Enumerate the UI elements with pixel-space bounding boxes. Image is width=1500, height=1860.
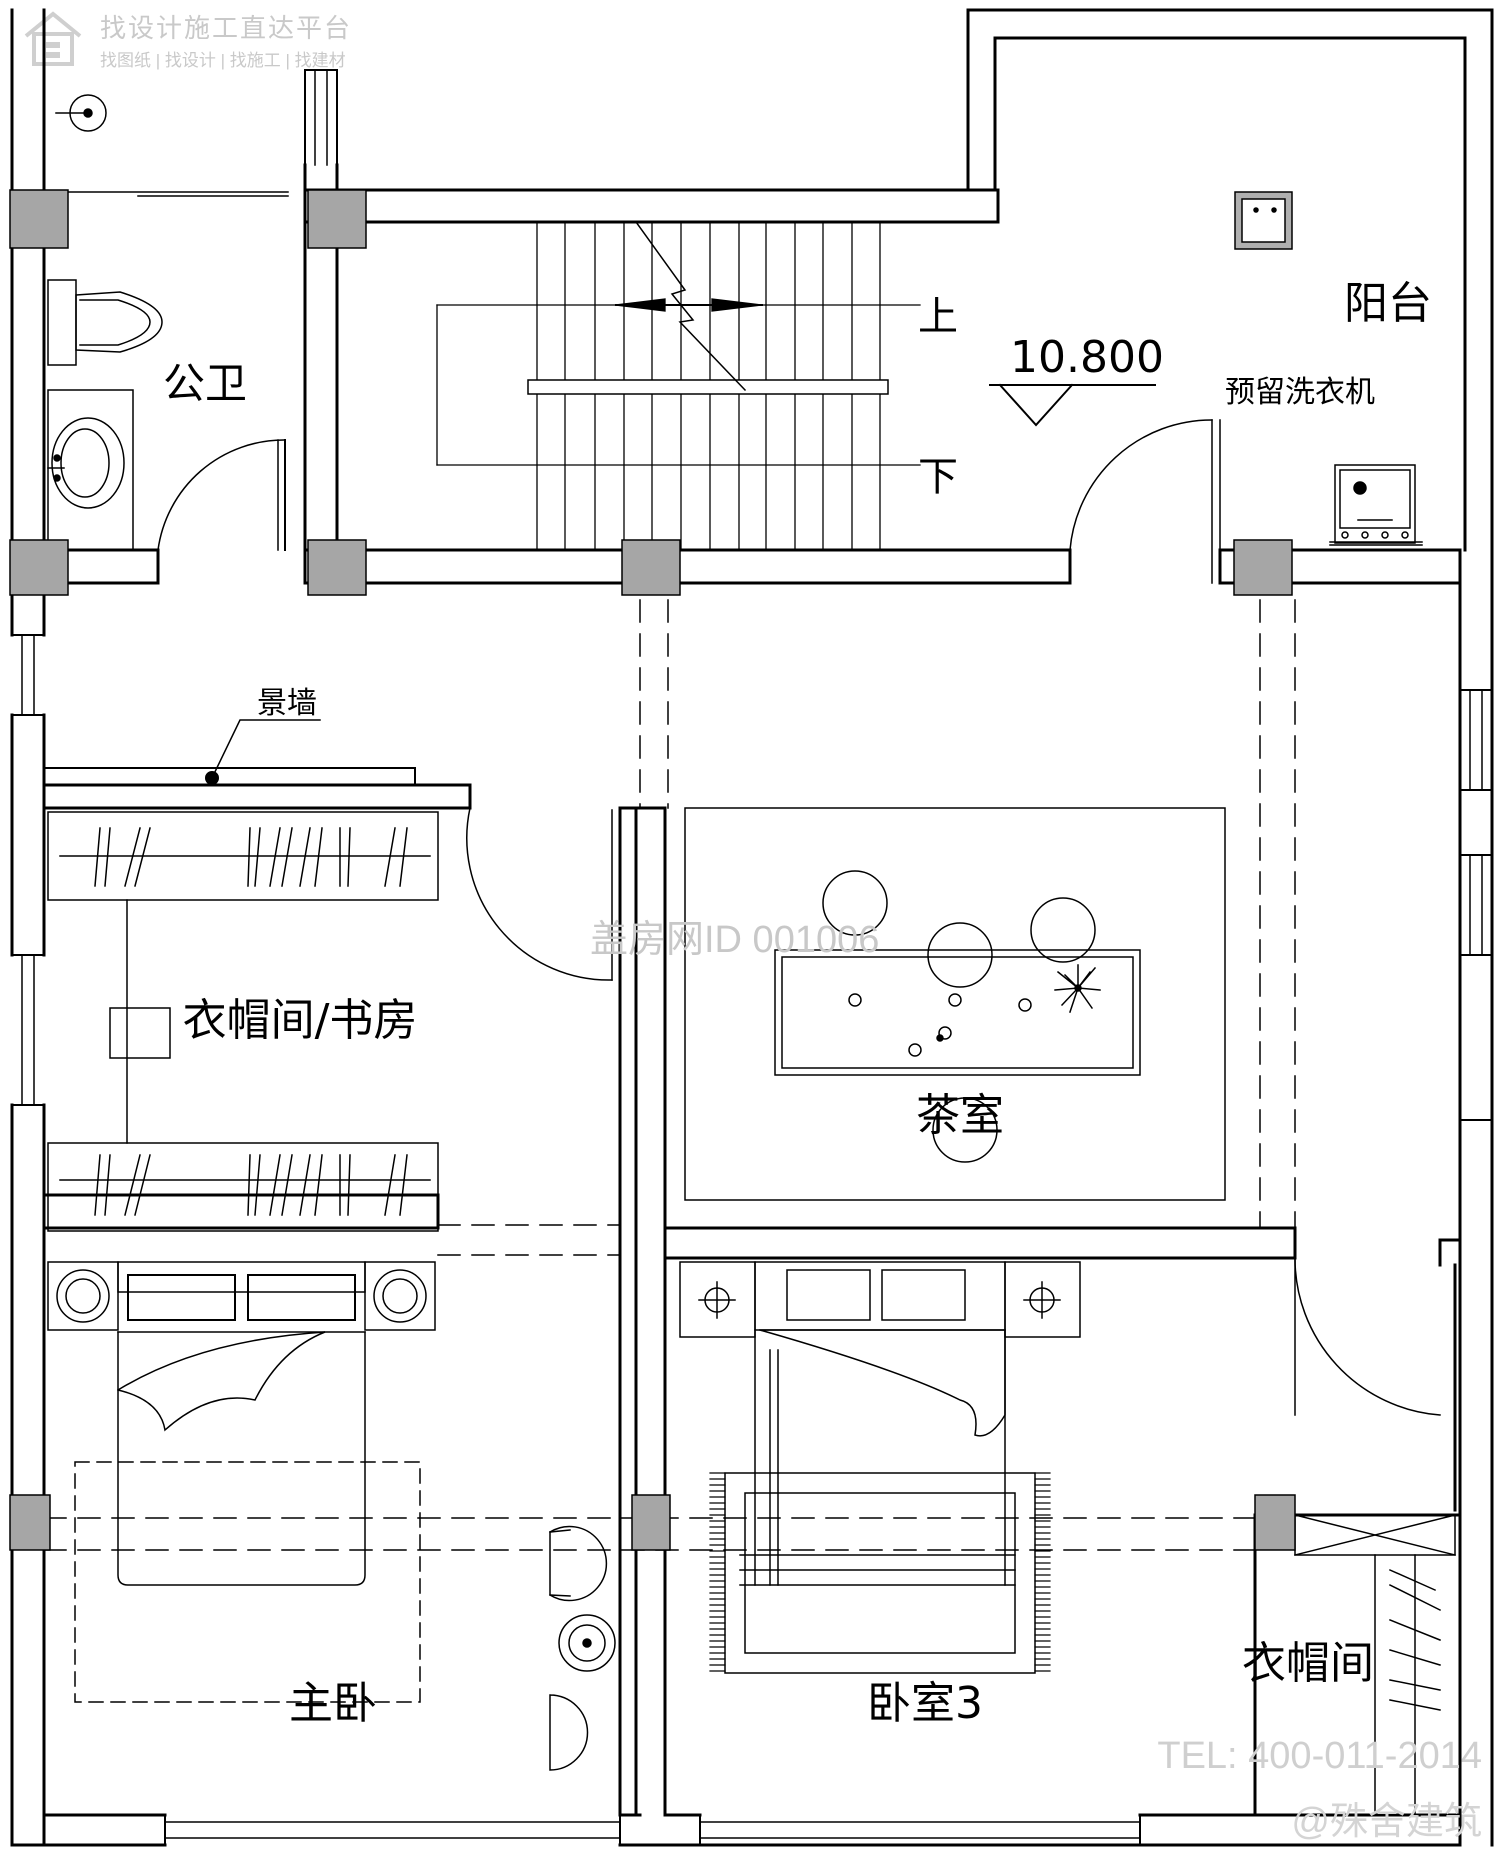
desk-icon <box>109 899 171 1144</box>
label-balcony: 阳台 <box>1344 278 1432 329</box>
feature-wall <box>43 719 416 786</box>
closet-shelves-bottom <box>47 1142 439 1232</box>
label-stair-down: 下 <box>918 454 958 500</box>
elevation-marker-icon <box>989 383 1156 427</box>
structural-columns <box>9 189 1296 1551</box>
label-closet: 衣帽间 <box>1242 1638 1374 1689</box>
wall-stair-top <box>303 188 1000 224</box>
label-master-bedroom: 主卧 <box>289 1678 377 1729</box>
wall-bath-right <box>303 69 339 585</box>
tea-table-icon <box>774 949 1141 1076</box>
bed3-rug <box>724 1472 1036 1674</box>
rug-fringe-right <box>1034 1472 1051 1672</box>
plant-icon <box>1054 964 1101 1013</box>
watermark-brand: @殊舍建筑 <box>1291 1801 1482 1843</box>
rug-fringe-left <box>709 1472 726 1672</box>
wall-bottom <box>10 1813 1462 1847</box>
wall-tea-bottom <box>663 1226 1297 1260</box>
label-bedroom3: 卧室3 <box>867 1678 983 1729</box>
wall-center-vertical <box>618 806 667 1817</box>
label-stair-up: 上 <box>918 294 958 340</box>
label-washer: 预留洗衣机 <box>1225 375 1375 410</box>
closet-shelves-top <box>47 811 439 901</box>
sink-icon <box>47 389 134 551</box>
master-bed-icon <box>116 1261 366 1586</box>
label-public-bath: 公卫 <box>163 359 247 408</box>
master-chair-icon <box>548 1525 616 1771</box>
label-tea-room: 茶室 <box>916 1090 1004 1141</box>
wall-left <box>10 8 46 1847</box>
staircase <box>436 220 921 551</box>
watermark-center-id: 盖房网ID 001006 <box>590 919 880 961</box>
wall-right <box>1438 548 1494 1847</box>
label-elevation: 10.800 <box>1010 332 1164 383</box>
watermark-header-title: 找设计施工直达平台 <box>100 13 353 43</box>
nightstand-left-icon <box>47 1261 119 1331</box>
nightstand-b3-right-icon <box>1004 1261 1081 1338</box>
nightstand-right-icon <box>364 1261 436 1331</box>
shower-icon <box>43 94 289 197</box>
label-feature-wall: 景墙 <box>257 686 317 721</box>
room-labels: 公卫 阳台 预留洗衣机 10.800 上 下 景墙 衣帽间/书房 茶室 主卧 卧… <box>163 278 1432 1729</box>
floor-drain-icon <box>1234 191 1293 250</box>
tea-room-rug <box>684 807 1226 1201</box>
beam-lines <box>43 599 1296 1551</box>
toilet-icon <box>47 279 163 366</box>
tea-stool-icon <box>822 870 1096 1163</box>
master-rug <box>74 1461 421 1703</box>
small-closet-rack-icon <box>1294 1514 1456 1816</box>
nightstand-b3-left-icon <box>679 1261 756 1338</box>
watermark-header-subtitle: 找图纸 | 找设计 | 找施工 | 找建材 <box>100 51 346 70</box>
washing-machine-icon <box>1329 464 1423 546</box>
bed3-icon <box>739 1261 1016 1586</box>
label-closet-study: 衣帽间/书房 <box>183 995 418 1046</box>
balcony-rail <box>966 8 1494 552</box>
watermark-tel: TEL: 400-011-2014 <box>1157 1735 1482 1777</box>
house-logo-icon <box>24 11 82 66</box>
